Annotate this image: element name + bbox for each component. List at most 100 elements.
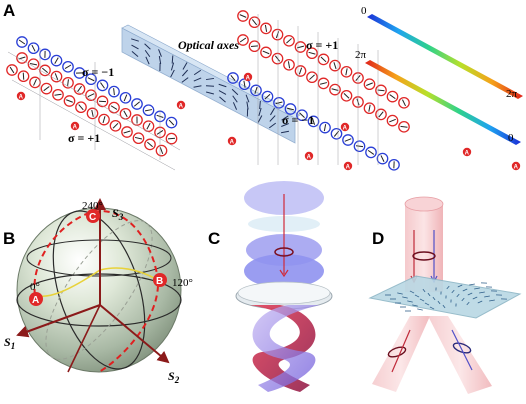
- left-top-ring: [119, 91, 132, 104]
- left-top-vector: [54, 57, 59, 64]
- right-mid-vector: [262, 50, 270, 55]
- right-mid-vector: [319, 82, 328, 85]
- right-bot-vector: [299, 112, 305, 118]
- s3-label: S3: [112, 206, 124, 222]
- left-guide-line: [7, 51, 181, 151]
- left-top-ring: [62, 60, 74, 73]
- left-top-vector: [87, 77, 95, 82]
- left-bot-ring: [121, 126, 133, 138]
- right-mid-vector: [389, 118, 396, 123]
- metasurface-dash: [446, 285, 450, 290]
- panel-c-label: C: [208, 229, 220, 248]
- left-top-vector: [133, 101, 141, 107]
- panel-c: C: [208, 181, 333, 392]
- metasurface-dash: [397, 292, 403, 295]
- right-bot-vector: [311, 117, 316, 125]
- axis-s2: [99, 304, 170, 364]
- a-marker-letter: A: [346, 165, 351, 171]
- left-top-vector: [168, 119, 175, 126]
- optical-axis-dash: [182, 62, 188, 70]
- left-mid-vector: [54, 73, 59, 81]
- optical-axis-dash: [268, 122, 277, 129]
- a-marker-letter: A: [246, 76, 251, 82]
- optical-axis-dash: [205, 77, 215, 81]
- left-top-vector: [64, 64, 72, 70]
- right-top-vector: [333, 62, 337, 70]
- left-top-ring: [50, 54, 63, 67]
- left-bot-ring: [75, 101, 87, 114]
- colorbar-top-start: 0: [361, 5, 367, 17]
- optical-axis-dash: [158, 49, 162, 57]
- right-bot-vector: [367, 149, 375, 155]
- meridian-1: [52, 210, 146, 370]
- metasurface-dash: [442, 304, 446, 309]
- optical-axis-dash: [144, 49, 151, 58]
- right-mid-ring: [260, 46, 272, 59]
- right-mid-vector: [250, 45, 259, 48]
- left-bot-ring: [109, 119, 122, 132]
- a-marker: [227, 136, 237, 146]
- colorbar-top-bar: [367, 14, 523, 99]
- left-mid-vector: [146, 122, 151, 130]
- right-top-vector: [286, 38, 292, 44]
- optical-axis-dash: [280, 130, 290, 134]
- right-top-vector: [308, 51, 316, 55]
- a-marker-letter: A: [514, 165, 519, 171]
- s1-label: S1: [4, 335, 15, 351]
- optical-axis-dashes: [131, 38, 290, 134]
- a-marker: [511, 161, 521, 171]
- a-marker-letter: A: [19, 95, 24, 101]
- left-top-vector: [113, 88, 115, 96]
- right-bot-ring: [296, 109, 308, 122]
- left-top-ring: [96, 79, 109, 92]
- optical-axis-dash: [144, 43, 151, 50]
- right-mid-ring: [329, 83, 341, 96]
- right-top-vector: [275, 31, 280, 39]
- panel-a-label: A: [3, 1, 15, 20]
- metasurface-dash: [402, 296, 408, 299]
- right-top-ring: [237, 10, 249, 22]
- right-mid-vector: [400, 125, 408, 128]
- angle-0: 0°: [30, 281, 40, 293]
- left-mid-ring: [16, 52, 28, 64]
- right-bot-vector: [286, 107, 295, 111]
- right-bot-ring: [227, 72, 239, 84]
- a-marker: [176, 100, 186, 110]
- metasurface-dash: [427, 292, 431, 297]
- right-bot-ring: [307, 115, 320, 128]
- left-top-ring: [165, 116, 178, 129]
- left-mid-ring: [85, 89, 97, 102]
- right-top-vector: [389, 94, 396, 100]
- left-bot-vector: [9, 66, 15, 74]
- s2-label: S2: [168, 369, 180, 385]
- right-mid-ring: [386, 114, 399, 127]
- right-arrow: [451, 329, 473, 371]
- optical-axis-dash: [131, 51, 139, 57]
- optical-axis-dash: [145, 56, 150, 65]
- right-mid-vector: [378, 111, 384, 118]
- left-mid-vector: [67, 79, 69, 87]
- left-bot-vector: [91, 109, 94, 117]
- metasurface-dash: [451, 289, 455, 294]
- left-mid-ring: [96, 95, 109, 108]
- metasurface-plate: [368, 275, 522, 319]
- right-bot-vector: [380, 155, 385, 162]
- left-top-vector: [100, 82, 105, 89]
- incident-beam-top: [404, 196, 444, 212]
- svg-text:C: C: [89, 212, 96, 223]
- optical-axes-label: Optical axes: [178, 38, 239, 52]
- left-bot-ring: [63, 95, 76, 107]
- left-mid-ring: [165, 132, 178, 145]
- a-marker-letter: A: [465, 151, 470, 157]
- metasurface-dash: [412, 304, 418, 307]
- optical-axis-dash: [170, 62, 175, 71]
- metasurface-dash: [466, 301, 470, 306]
- optical-axis-dash: [232, 95, 238, 103]
- colorbar-bottom-bar: [365, 60, 521, 145]
- optical-axis-dash: [269, 115, 276, 122]
- optical-axis-dash: [259, 100, 261, 110]
- metasurface-dash: [467, 292, 473, 296]
- right-top-vector: [239, 14, 247, 18]
- left-mid-ring: [142, 120, 155, 133]
